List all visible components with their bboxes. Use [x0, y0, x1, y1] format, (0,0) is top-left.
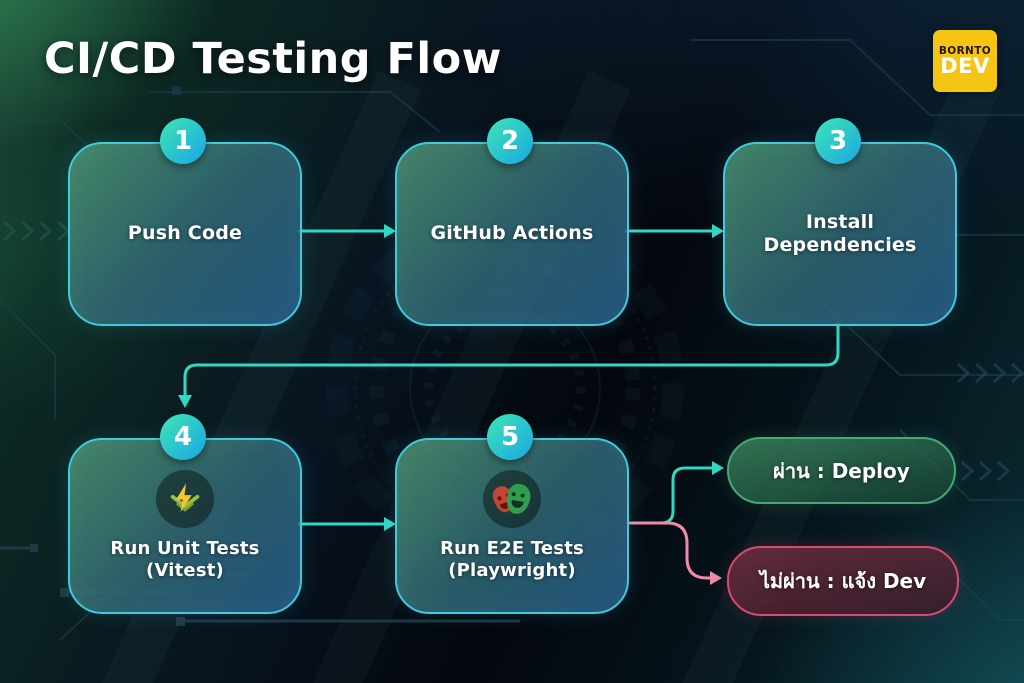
step-5-number: 5 [500, 422, 520, 452]
playwright-masks-icon [490, 479, 533, 519]
step-3: 3 Install Dependencies [723, 118, 957, 326]
step-2-box: GitHub Actions [395, 142, 629, 326]
step-1-number: 1 [173, 126, 193, 156]
step-1-box: Push Code [68, 142, 302, 326]
step-3-label: Install Dependencies [763, 210, 917, 256]
step-5-box: Run E2E Tests (Playwright) [395, 438, 629, 614]
step-3-number-badge: 3 [815, 118, 861, 164]
outcome-pass-pill: ผ่าน : Deploy [727, 437, 956, 504]
step-2: 2 GitHub Actions [395, 118, 629, 326]
step-5-label: Run E2E Tests (Playwright) [440, 538, 584, 581]
step-4-box: Run Unit Tests (Vitest) [68, 438, 302, 614]
step-3-number: 3 [828, 126, 848, 156]
playwright-logo-icon [483, 470, 541, 529]
step-5-number-badge: 5 [487, 414, 533, 460]
step-4: 4 Run Unit Tests (Vitest) [68, 414, 302, 614]
step-2-number: 2 [500, 126, 520, 156]
playwright-green-mask [504, 482, 533, 516]
vitest-logo-icon [156, 470, 214, 529]
page-title: CI/CD Testing Flow [44, 34, 502, 84]
logo-text-bottom: DEV [940, 53, 990, 78]
step-1-label: Push Code [127, 222, 243, 245]
step-1: 1 Push Code [68, 118, 302, 326]
step-2-number-badge: 2 [487, 118, 533, 164]
step-2-label: GitHub Actions [430, 222, 594, 245]
step-5: 5 Run E2E Tests (Playwright) [395, 414, 629, 614]
step-3-box: Install Dependencies [723, 142, 957, 326]
outcome-pass-label: ผ่าน : Deploy [773, 458, 910, 483]
step-4-number-badge: 4 [160, 414, 206, 460]
step-4-number: 4 [173, 422, 193, 452]
borntodev-logo: BORNTO DEV [933, 30, 997, 92]
step-4-label: Run Unit Tests (Vitest) [110, 538, 260, 581]
outcome-fail-pill: ไม่ผ่าน : แจ้ง Dev [727, 546, 959, 616]
outcome-fail-label: ไม่ผ่าน : แจ้ง Dev [759, 569, 927, 593]
vitest-bolt-icon [170, 483, 200, 512]
step-1-number-badge: 1 [160, 118, 206, 164]
